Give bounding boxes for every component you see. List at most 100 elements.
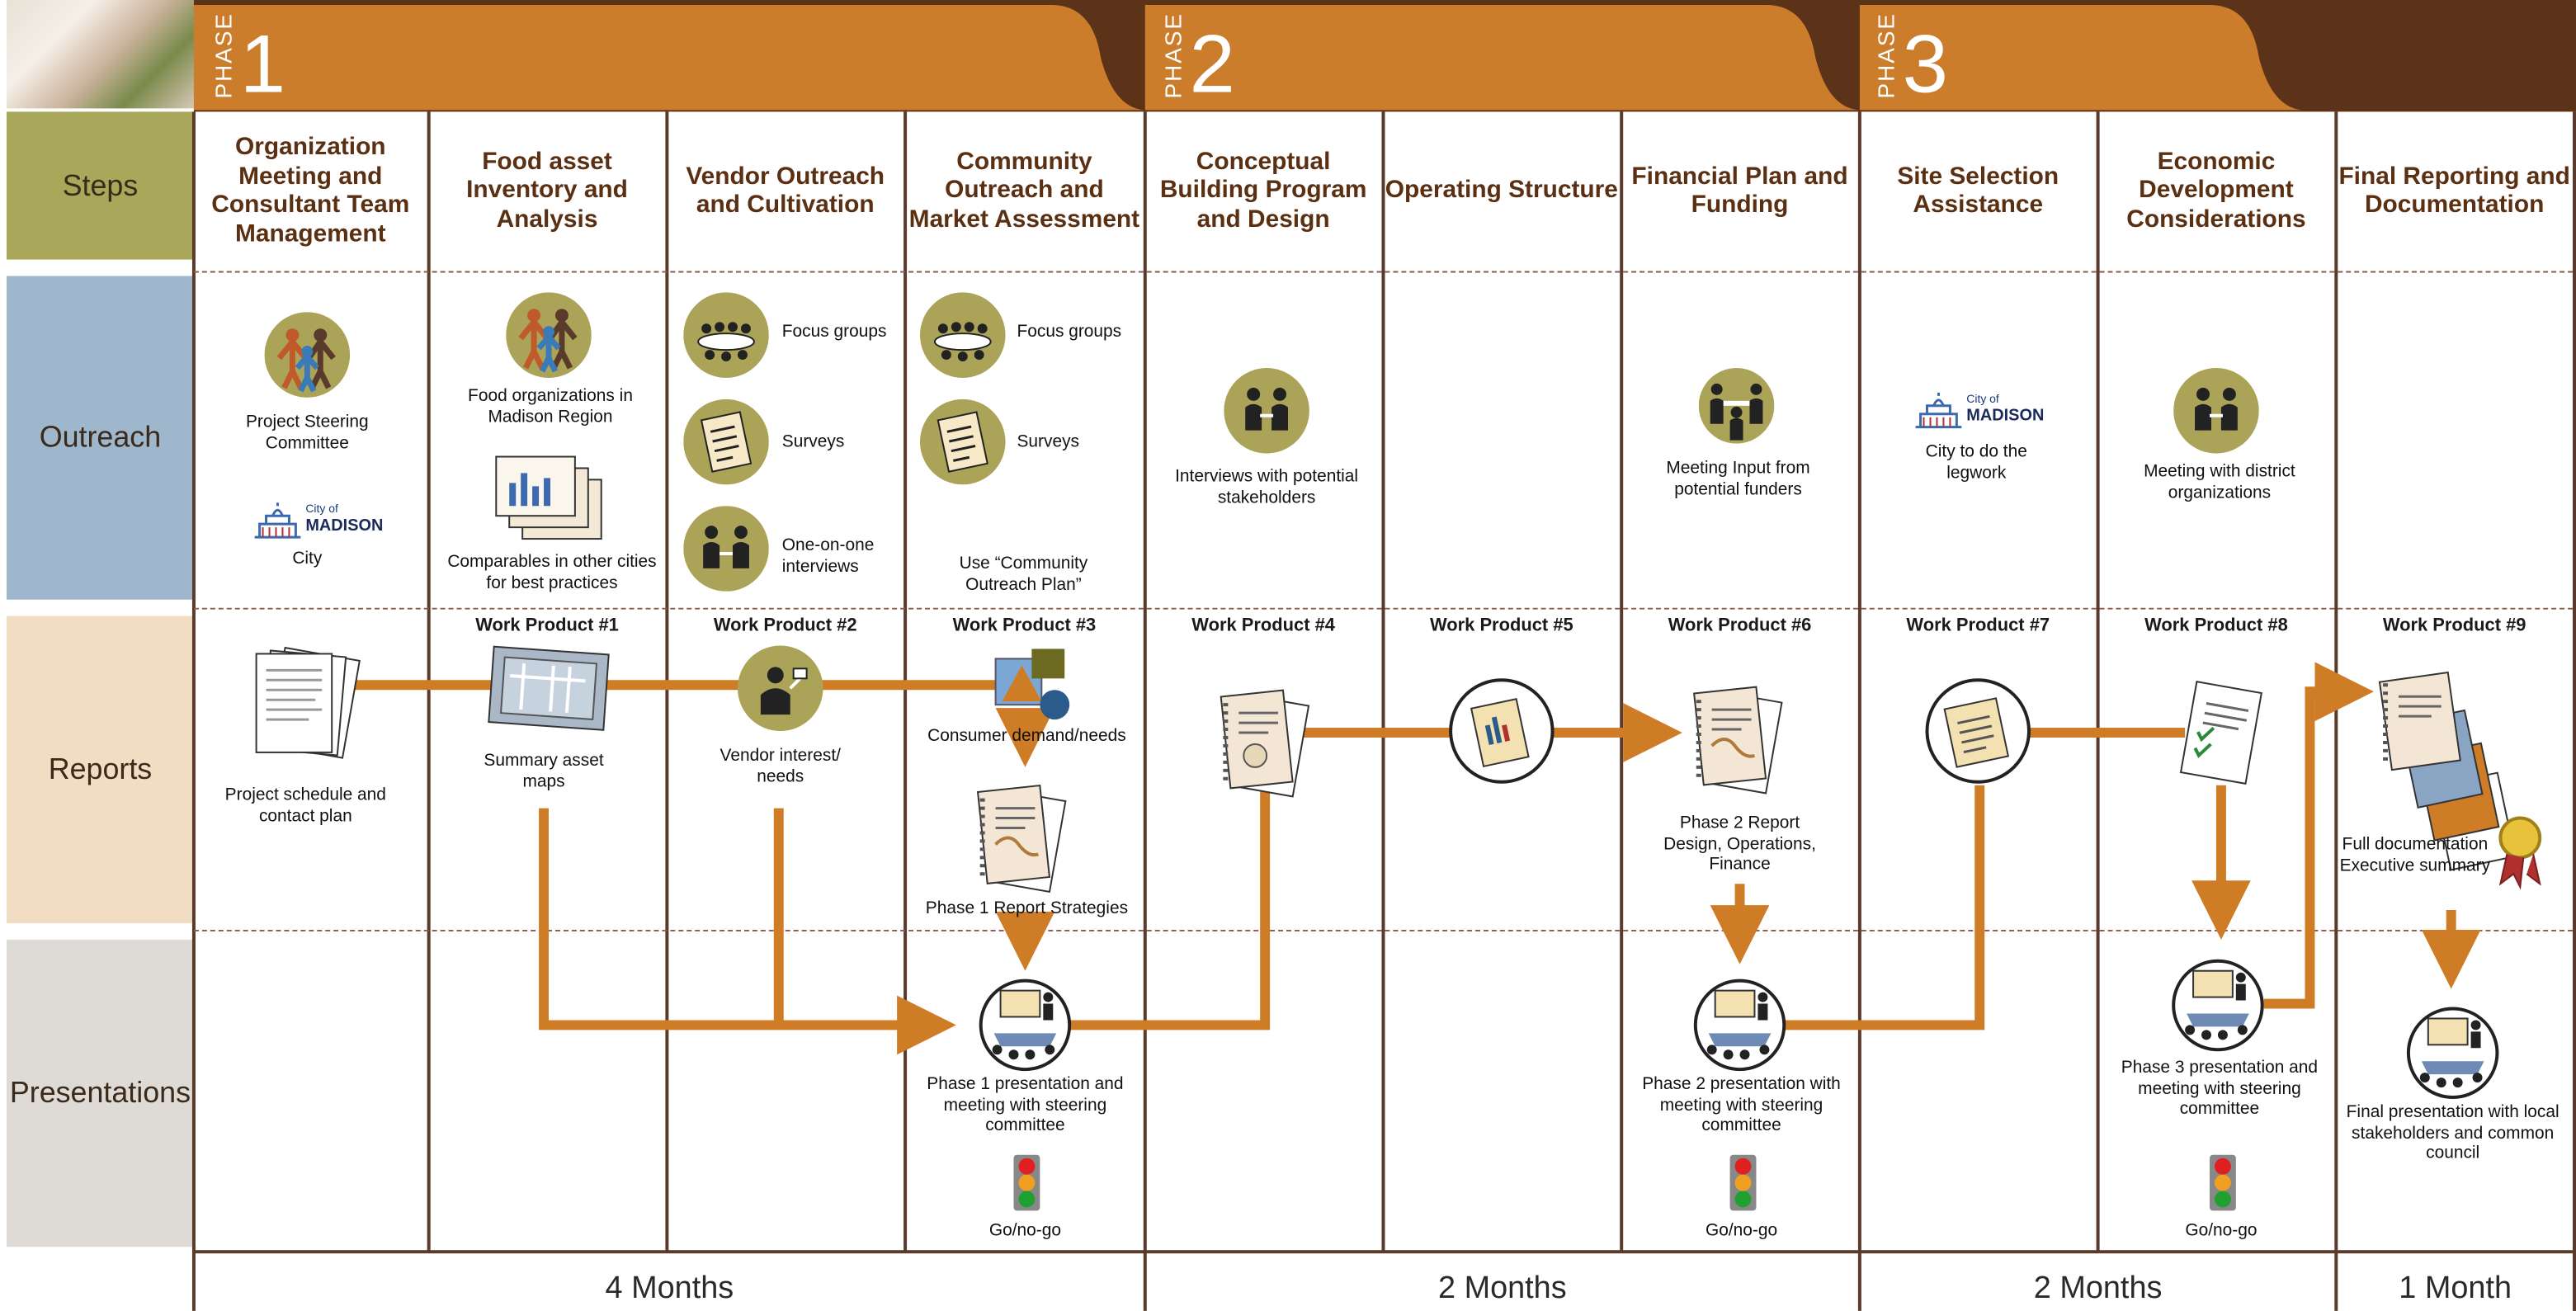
documentation-bundle-icon (2378, 671, 2542, 890)
work-product-label: Work Product #5 (1430, 615, 1573, 636)
column-divider (1143, 111, 1147, 1311)
work-product-label: Work Product #1 (475, 615, 619, 636)
presentation-icon (1693, 979, 1786, 1072)
one-on-one-icon (683, 506, 769, 592)
column-divider (1381, 111, 1385, 1252)
survey-icon (683, 398, 769, 485)
presentation-icon (979, 979, 1072, 1072)
step-title: Financial Plan and Funding (1631, 162, 1848, 219)
outreach-label: Meeting Input from potential funders (1666, 458, 1810, 499)
vendor-icon (737, 645, 823, 732)
presentation-icon (2406, 1007, 2499, 1100)
phase-3-tab (1859, 4, 2304, 111)
duration-label: 2 Months (2033, 1271, 2163, 1306)
interview-icon (2173, 367, 2259, 454)
outreach-label: City to do the legwork (1925, 441, 2027, 483)
asset-map-icon (488, 645, 610, 731)
outreach-label: Project Steering Committee (245, 412, 369, 453)
presentation-label: Phase 1 presentation and meeting with st… (927, 1074, 1124, 1135)
outreach-label: Comparables in other cities for best pra… (447, 551, 657, 592)
row-divider (193, 607, 2574, 610)
row-divider (193, 271, 2574, 273)
presentation-label: Phase 2 presentation with meeting with s… (1642, 1074, 1841, 1135)
step-title: Final Reporting and Documentation (2338, 162, 2570, 219)
outreach-label: Focus groups (781, 322, 887, 342)
phase-2-tab (1144, 4, 1860, 111)
step-title: Conceptual Building Program and Design (1159, 147, 1367, 233)
city-of-madison-logo: City of MADISON (250, 501, 384, 540)
report-label: Vendor interest/ needs (719, 745, 841, 786)
traffic-light-icon (1729, 1154, 1757, 1211)
work-product-label: Work Product #3 (952, 615, 1097, 636)
flow-arrow (1784, 785, 1985, 1030)
survey-icon (919, 398, 1006, 485)
report-label: Phase 2 Report Design, Operations, Finan… (1663, 813, 1816, 875)
outreach-label: One-on-one interviews (781, 535, 875, 576)
outreach-label: Surveys (1017, 431, 1080, 452)
flow-arrow (1068, 785, 1271, 1030)
step-title: Vendor Outreach and Cultivation (686, 162, 885, 219)
capitol-icon (254, 502, 301, 539)
go-no-go-label: Go/no-go (2185, 1220, 2258, 1241)
work-product-label: Work Product #2 (713, 615, 857, 636)
phase-1-number: 1 (239, 17, 286, 111)
report-label: Full documentation Executive summary (2339, 834, 2491, 875)
column-divider (2096, 111, 2100, 1252)
phase-3-number: 3 (1902, 17, 1949, 111)
report-document-icon (1220, 689, 1310, 798)
outreach-label: Focus groups (1017, 322, 1122, 342)
presentation-label: Final presentation with local stakeholde… (2346, 1102, 2559, 1163)
column-divider (1857, 111, 1861, 1311)
duration-label: 2 Months (1438, 1271, 1567, 1306)
meeting-icon (1698, 367, 1775, 444)
outreach-label: Interviews with potential stakeholders (1175, 466, 1359, 507)
presentation-label: Phase 3 presentation and meeting with st… (2121, 1058, 2319, 1119)
phase-header (193, 0, 2576, 112)
document-stack-icon (255, 646, 361, 759)
column-divider (191, 111, 196, 1311)
checklist-document-icon (1925, 678, 2031, 784)
report-label: Consumer demand/needs (927, 726, 1126, 746)
traffic-light-icon (2209, 1154, 2236, 1211)
flow-arrow (539, 808, 956, 1055)
row-label-reports: Reports (6, 615, 194, 923)
row-label-steps: Steps (6, 111, 194, 260)
phase-2-number: 2 (1189, 17, 1235, 111)
work-product-label: Work Product #8 (2144, 615, 2288, 636)
step-title: Site Selection Assistance (1897, 162, 2059, 219)
work-product-label: Work Product #6 (1668, 615, 1812, 636)
focus-group-icon (919, 292, 1006, 378)
row-divider (193, 929, 2574, 931)
duration-label: 4 Months (605, 1271, 734, 1306)
spreadsheets-icon (495, 455, 602, 540)
capitol-icon (1915, 392, 1962, 429)
traffic-light-icon (1013, 1154, 1040, 1211)
report-label: Phase 1 Report Strategies (925, 898, 1129, 919)
report-label: Project schedule and contact plan (224, 785, 386, 826)
outreach-label: Meeting with district organizations (2144, 461, 2295, 502)
step-title: Community Outreach and Market Assessment (908, 147, 1140, 233)
row-label-presentations: Presentations (6, 939, 194, 1247)
step-title: Food asset Inventory and Analysis (466, 147, 628, 233)
duration-label: 1 Month (2399, 1271, 2512, 1306)
row-label-outreach: Outreach (6, 276, 194, 600)
column-divider (2573, 111, 2576, 1311)
go-no-go-label: Go/no-go (1705, 1220, 1778, 1241)
report-label: Summary asset maps (484, 750, 604, 791)
focus-group-icon (683, 292, 769, 378)
go-no-go-label: Go/no-go (988, 1220, 1062, 1241)
presentation-icon (2172, 959, 2264, 1052)
city-logo-big-text: MADISON (305, 517, 384, 536)
city-of-madison-logo: City of MADISON (1911, 391, 2045, 431)
outreach-label: Food organizations in Madison Region (468, 385, 633, 427)
report-document-icon (976, 784, 1067, 894)
city-logo-small-text: City of (1966, 394, 1999, 406)
outreach-label: Surveys (781, 431, 845, 452)
report-document-icon (1693, 686, 1783, 795)
outreach-label: Use “Community Outreach Plan” (959, 553, 1088, 594)
bottom-divider (193, 1250, 2576, 1254)
city-logo-big-text: MADISON (1966, 407, 2045, 426)
step-title: Operating Structure (1385, 176, 1618, 205)
